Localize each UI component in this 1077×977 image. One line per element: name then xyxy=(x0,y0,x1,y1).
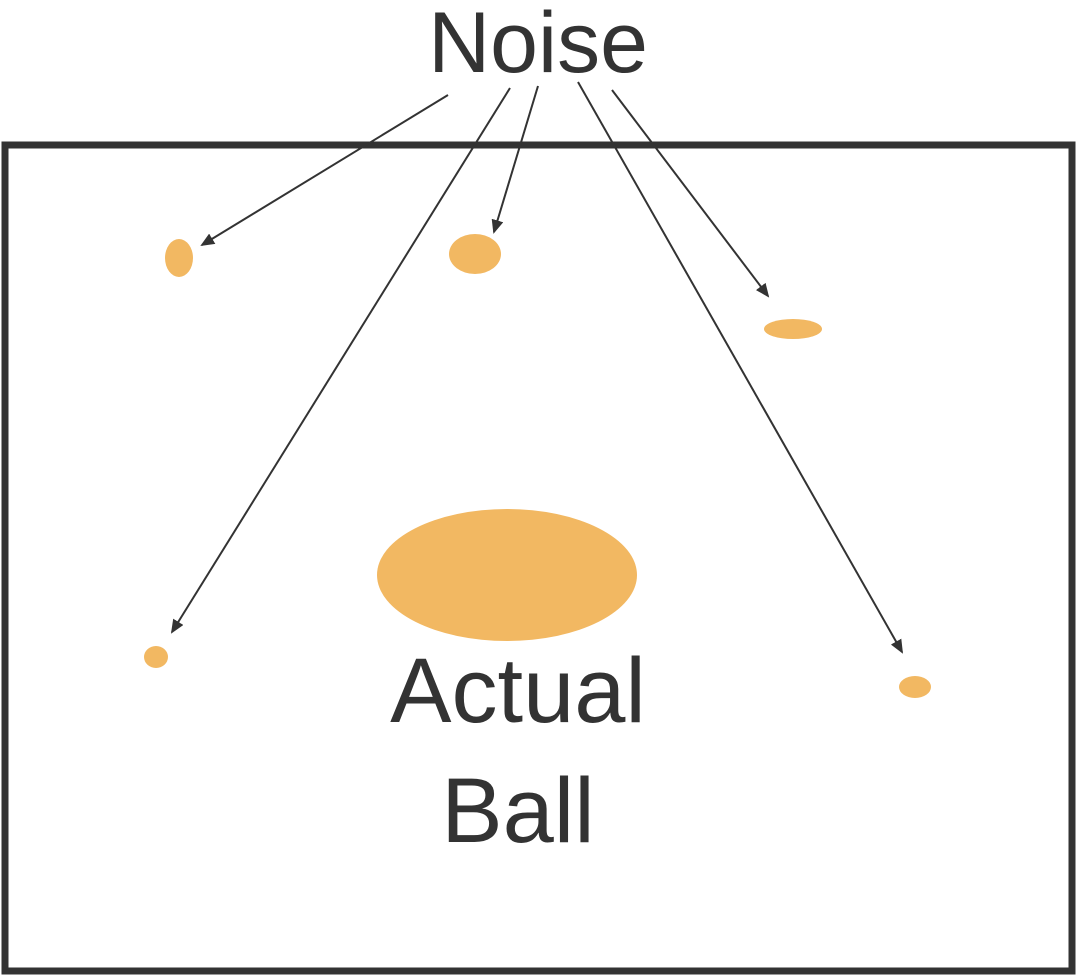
actual-ball-label-line1: Actual xyxy=(390,640,646,742)
noise-blob xyxy=(449,234,501,274)
noise-blob xyxy=(165,239,193,277)
noise-arrow xyxy=(170,87,511,634)
noise-arrow xyxy=(577,81,903,654)
noise-arrow xyxy=(200,94,449,247)
frame xyxy=(1,141,1076,975)
noise-blob xyxy=(144,646,168,668)
noise-blob xyxy=(764,319,822,339)
noise-arrow xyxy=(491,85,539,234)
noise-blob xyxy=(899,676,931,698)
noise-label: Noise xyxy=(428,0,648,91)
actual-ball-label-line2: Ball xyxy=(441,760,594,862)
actual-ball-blob xyxy=(377,509,637,641)
noise-arrow xyxy=(611,89,770,298)
